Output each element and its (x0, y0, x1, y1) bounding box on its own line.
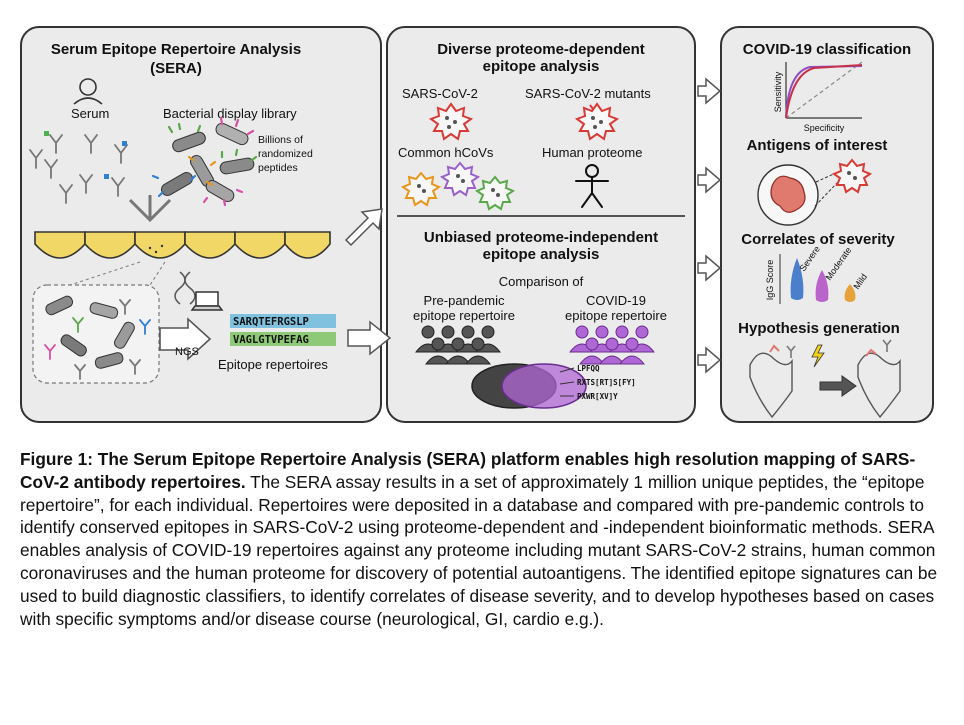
laptop-icon (190, 291, 224, 311)
prepandemic-line1: Pre-pandemic (424, 293, 505, 308)
library-label: Bacterial display library (163, 106, 297, 121)
sequence-1: SARQTEFRGSLP (233, 316, 309, 328)
hypothesis-arrow (819, 375, 857, 397)
inset-antibodies (44, 299, 151, 380)
sars-label: SARS-CoV-2 (402, 86, 478, 101)
specificity-label: Specificity (804, 123, 845, 133)
sars-virus-icon (428, 102, 474, 141)
covid-line2: epitope repertoire (565, 308, 667, 323)
sera-figure: Serum Epitope Repertoire Analysis (SERA)… (20, 26, 934, 423)
violin-plots (790, 258, 856, 302)
library-note-3: peptides (258, 162, 298, 174)
sensitivity-label: Sensitivity (773, 71, 783, 112)
covid-people-icon (568, 325, 656, 365)
dna-icon (174, 271, 196, 305)
proteome-title-line1: Diverse proteome-dependent (437, 41, 645, 58)
mutants-label: SARS-CoV-2 mutants (525, 86, 651, 101)
serum-label: Serum (71, 106, 109, 121)
sequence-highlight-1 (230, 314, 336, 328)
person-icon (73, 78, 103, 105)
motif-2: RXTS[RT]S[FY] (577, 378, 636, 387)
inset-bacteria (45, 295, 135, 369)
library-note-2: randomized (258, 148, 313, 160)
ngs-arrow (159, 317, 212, 361)
zoom-lines (69, 261, 166, 286)
hcov-label: Common hCoVs (398, 145, 494, 160)
outputs-panel (720, 26, 934, 423)
hypothesis-title: Hypothesis generation (738, 320, 900, 337)
igg-label: IgG Score (765, 260, 775, 301)
prepandemic-people-icon (414, 325, 502, 365)
human-label: Human proteome (542, 145, 642, 160)
comparison-label: Comparison of (499, 274, 584, 289)
motif-1: LPFQQ (577, 364, 600, 373)
bacteria-inset (32, 284, 160, 384)
caption-text: The SERA assay results in a set of appro… (20, 471, 938, 629)
sera-title-line1: Serum Epitope Repertoire Analysis (51, 41, 301, 58)
unbiased-title-line2: epitope analysis (483, 246, 600, 263)
sequence-highlight-2 (230, 332, 336, 346)
plate-wells (34, 231, 331, 259)
covid-line1: COVID-19 (586, 293, 646, 308)
repertoires-label: Epitope repertoires (218, 357, 328, 372)
figure-caption: Figure 1: The Serum Epitope Repertoire A… (20, 448, 948, 630)
well-dots (148, 244, 164, 254)
antibody-icons (29, 134, 128, 204)
roc-plot (785, 61, 863, 119)
prepandemic-line2: epitope repertoire (413, 308, 515, 323)
mutant-virus-icon (574, 102, 620, 141)
antigen-protein-shape (770, 175, 806, 213)
severity-title: Correlates of severity (741, 231, 895, 248)
output-arrows (697, 77, 722, 374)
arrow-to-proteome (344, 208, 383, 247)
antibody-tips (44, 131, 127, 179)
antigen-virus-icon (831, 158, 873, 194)
motif-3: PXWR[XV]Y (577, 392, 618, 401)
arrow-to-unbiased (347, 320, 392, 356)
venn-diagram (471, 363, 587, 409)
classification-title: COVID-19 classification (743, 41, 911, 58)
library-note-1: Billions of (258, 134, 303, 146)
lightning-icon (811, 344, 825, 368)
antigens-title: Antigens of interest (747, 137, 888, 154)
hcov-virus-icons (400, 161, 516, 211)
sequence-2: VAGLGTVPEFAG (233, 334, 309, 346)
proteome-title-line2: epitope analysis (483, 58, 600, 75)
ngs-label: NGS (175, 346, 199, 358)
bacteria-icons (160, 122, 255, 202)
unbiased-title-line1: Unbiased proteome-independent (424, 229, 658, 246)
human-figure-icon (575, 164, 609, 208)
small-antibody-icons (786, 339, 892, 358)
caption-bold: Figure 1: The Serum Epitope Repertoire A… (20, 449, 916, 492)
peptide-spikes (151, 116, 258, 207)
sera-title-line2: (SERA) (150, 60, 202, 77)
